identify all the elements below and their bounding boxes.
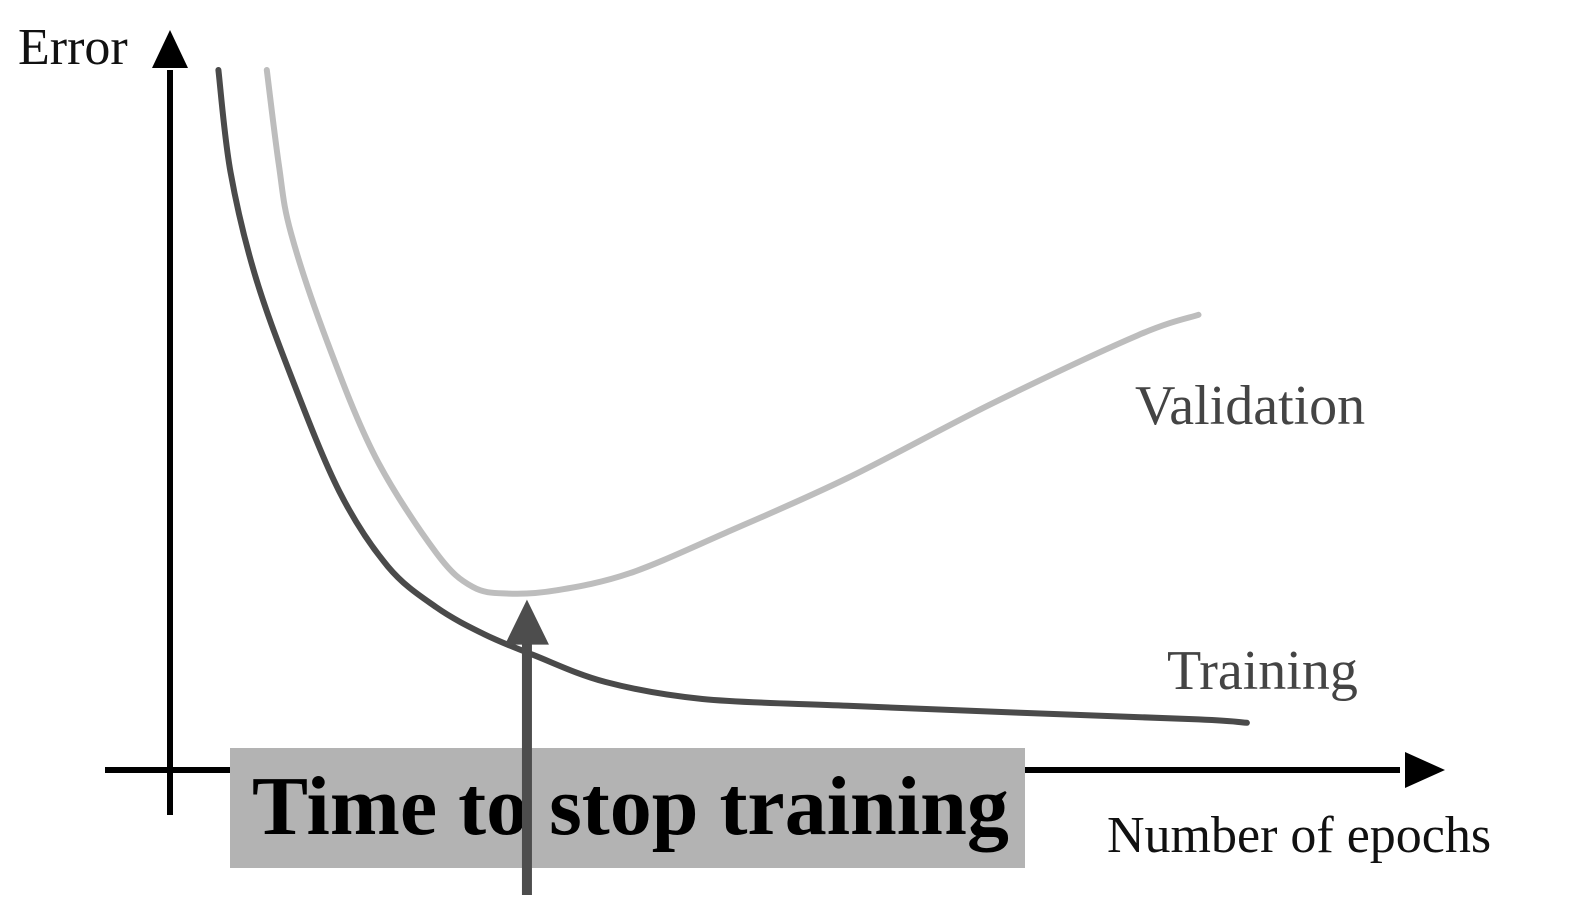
y-axis-arrowhead	[152, 30, 188, 68]
stop-arrow-head	[504, 599, 549, 645]
series-validation-line	[263, 67, 1202, 597]
series-training-line	[215, 67, 1250, 726]
stop-annotation-label: Time to stop training	[252, 760, 1009, 853]
series-validation-label: Validation	[1135, 375, 1365, 437]
y-axis-label: Error	[18, 19, 128, 76]
series-training-label: Training	[1167, 640, 1358, 702]
x-axis-arrowhead	[1405, 752, 1445, 788]
stop-annotation-box	[230, 748, 1025, 868]
x-axis-label: Number of epochs	[1107, 807, 1491, 864]
